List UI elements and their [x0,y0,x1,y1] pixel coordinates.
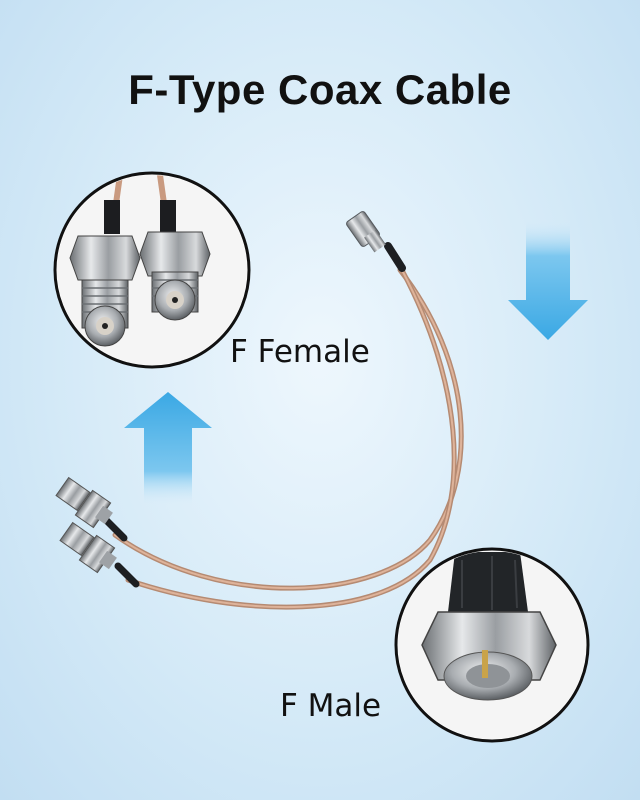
f-female-connector-1 [55,476,113,529]
label-f-female: F Female [230,334,370,370]
female-closeup [53,171,251,369]
arrow-down-icon [508,220,588,340]
page-title: F-Type Coax Cable [128,66,512,113]
f-male-connector-small [346,211,386,253]
male-closeup [394,547,590,743]
coax-cable [102,242,464,610]
label-f-male: F Male [280,688,382,724]
f-female-connector-2 [59,521,117,574]
arrow-up-icon [124,392,212,505]
